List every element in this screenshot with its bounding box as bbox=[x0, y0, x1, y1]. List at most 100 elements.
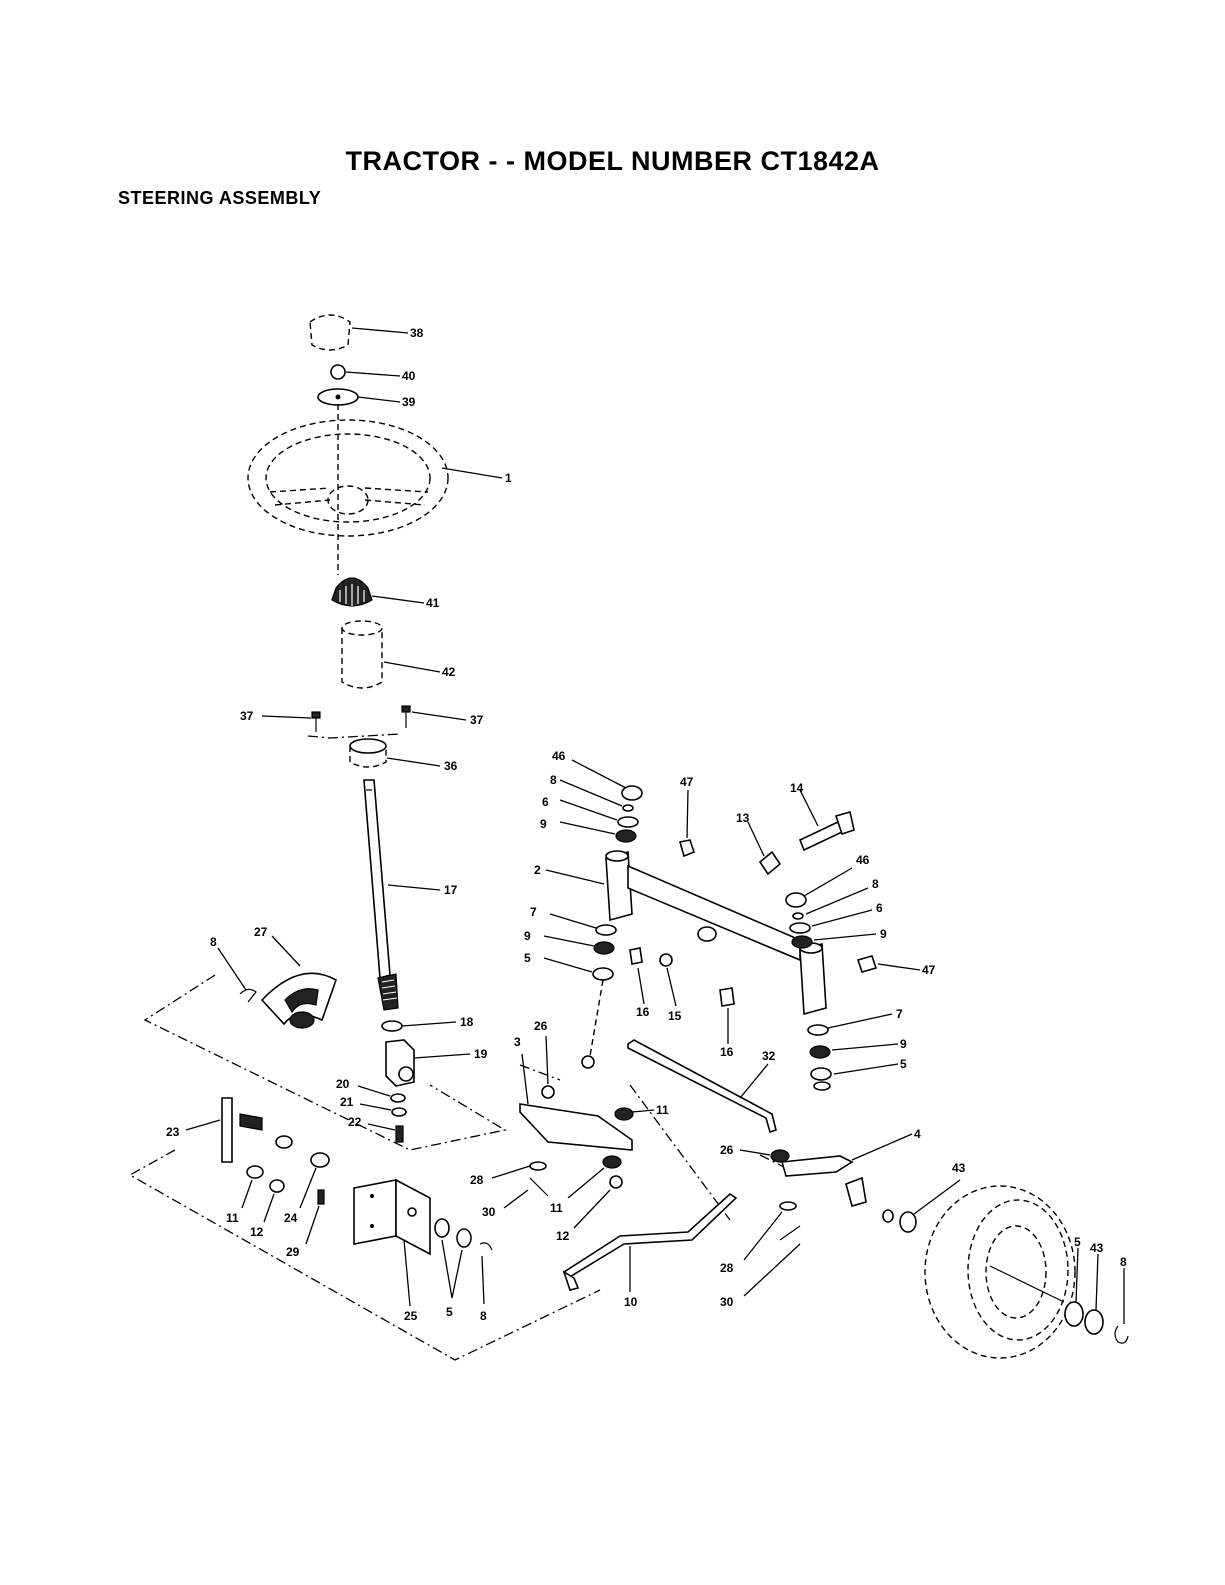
callout-11-left: 11 bbox=[226, 1211, 239, 1225]
pin-16-right bbox=[720, 988, 734, 1044]
screw-37-left bbox=[262, 712, 320, 732]
pin-8-left bbox=[218, 948, 256, 1002]
cap-46-left bbox=[572, 760, 642, 800]
washer-28-right bbox=[744, 1202, 796, 1260]
callout-30-right: 30 bbox=[720, 1295, 734, 1309]
pin-16-left bbox=[630, 948, 644, 1004]
callout-19: 19 bbox=[474, 1047, 488, 1061]
assembly-frame-lines bbox=[130, 975, 790, 1360]
callout-5-wheel: 5 bbox=[1074, 1235, 1081, 1249]
bolt-15 bbox=[660, 954, 676, 1006]
hex-nut-40 bbox=[331, 365, 400, 379]
callout-18: 18 bbox=[460, 1015, 474, 1029]
callout-28-left: 28 bbox=[470, 1173, 484, 1187]
steering-wheel bbox=[248, 420, 502, 536]
grease-fitting-47-right bbox=[858, 956, 920, 972]
steering-arm-3 bbox=[520, 1036, 632, 1150]
nut-11-left bbox=[242, 1166, 263, 1208]
washer-28-left bbox=[492, 1162, 546, 1178]
callout-6-right: 6 bbox=[876, 901, 883, 915]
callout-22: 22 bbox=[348, 1115, 362, 1129]
callout-8-right: 8 bbox=[872, 877, 879, 891]
spacer-13 bbox=[748, 822, 780, 874]
washer-9-left bbox=[544, 936, 614, 954]
callout-43-outer: 43 bbox=[1090, 1241, 1104, 1255]
bolt-14 bbox=[800, 790, 854, 850]
callout-32: 32 bbox=[762, 1049, 776, 1063]
callout-40: 40 bbox=[402, 369, 416, 383]
callout-47-top: 47 bbox=[680, 775, 694, 789]
callout-11-center: 11 bbox=[656, 1103, 669, 1117]
callout-13: 13 bbox=[736, 811, 750, 825]
callout-37-left: 37 bbox=[240, 709, 254, 723]
washer-18 bbox=[382, 1021, 456, 1031]
column-sleeve-42 bbox=[342, 621, 440, 688]
callout-2: 2 bbox=[534, 863, 541, 877]
callout-17: 17 bbox=[444, 883, 458, 897]
callout-28-right: 28 bbox=[720, 1261, 734, 1275]
cap-46-right bbox=[786, 868, 852, 907]
washer-9-right-top bbox=[792, 934, 876, 948]
callout-23: 23 bbox=[166, 1125, 180, 1139]
grease-fitting-47-top bbox=[680, 790, 694, 856]
callout-26-left: 26 bbox=[534, 1019, 548, 1033]
callout-5-left-kingpin: 5 bbox=[524, 951, 531, 965]
washer-24 bbox=[300, 1153, 329, 1208]
callout-8-wheel: 8 bbox=[1120, 1255, 1127, 1269]
callout-46-right: 46 bbox=[856, 853, 870, 867]
callout-9-upper-left: 9 bbox=[540, 817, 547, 831]
spacer-ring bbox=[276, 1136, 292, 1148]
callout-8-gear: 8 bbox=[210, 935, 217, 949]
callout-47-right: 47 bbox=[922, 963, 936, 977]
nut-12-lower bbox=[574, 1176, 622, 1228]
callout-4: 4 bbox=[914, 1127, 921, 1141]
callout-9-right-top: 9 bbox=[880, 927, 887, 941]
spindle-arm-4 bbox=[782, 1134, 912, 1176]
front-tire bbox=[925, 1186, 1075, 1358]
callout-5-right: 5 bbox=[900, 1057, 907, 1071]
drag-link-32 bbox=[628, 1040, 776, 1132]
callout-9-left: 9 bbox=[524, 929, 531, 943]
callout-12-left: 12 bbox=[250, 1225, 264, 1239]
washer-5-left-kingpin bbox=[544, 958, 613, 980]
mounting-bracket-25 bbox=[354, 1180, 430, 1306]
steering-wheel-cap bbox=[310, 315, 408, 350]
steering-shaft-17 bbox=[364, 780, 440, 1010]
washer-39 bbox=[318, 389, 400, 405]
callout-21: 21 bbox=[340, 1095, 354, 1109]
bracket-23 bbox=[186, 1098, 262, 1162]
washer-7-right bbox=[808, 1014, 892, 1035]
bolt-29 bbox=[306, 1190, 324, 1244]
callout-8-bracket: 8 bbox=[480, 1309, 487, 1323]
washer-7-left bbox=[550, 914, 616, 935]
callout-46-left: 46 bbox=[552, 749, 566, 763]
callout-43-inner: 43 bbox=[952, 1161, 966, 1175]
sector-gear-27 bbox=[262, 936, 336, 1028]
callout-41: 41 bbox=[426, 596, 440, 610]
callout-38: 38 bbox=[410, 326, 424, 340]
callout-7-right: 7 bbox=[896, 1007, 903, 1021]
washer-20 bbox=[358, 1086, 405, 1102]
washer-9-right bbox=[810, 1044, 898, 1058]
washer-43-outer bbox=[1085, 1254, 1103, 1334]
nut-26-right bbox=[740, 1150, 789, 1162]
lower-bushing-left bbox=[582, 1056, 594, 1068]
washer-6-upper-left bbox=[560, 800, 638, 827]
hub-cap bbox=[846, 1178, 893, 1222]
callout-25: 25 bbox=[404, 1309, 418, 1323]
callout-6-upper-left: 6 bbox=[542, 795, 549, 809]
callout-24: 24 bbox=[284, 1211, 298, 1225]
callout-12-lower: 12 bbox=[556, 1229, 570, 1243]
callout-26-right: 26 bbox=[720, 1143, 734, 1157]
bolt-22 bbox=[368, 1124, 403, 1142]
front-axle-2 bbox=[546, 851, 826, 1014]
callout-8-upper-left: 8 bbox=[550, 773, 557, 787]
callout-20: 20 bbox=[336, 1077, 350, 1091]
callout-1: 1 bbox=[505, 471, 512, 485]
callout-15: 15 bbox=[668, 1009, 682, 1023]
washers-5-left bbox=[435, 1219, 471, 1298]
callout-30-left: 30 bbox=[482, 1205, 496, 1219]
callout-5-bracket: 5 bbox=[446, 1305, 453, 1319]
callout-27: 27 bbox=[254, 925, 268, 939]
